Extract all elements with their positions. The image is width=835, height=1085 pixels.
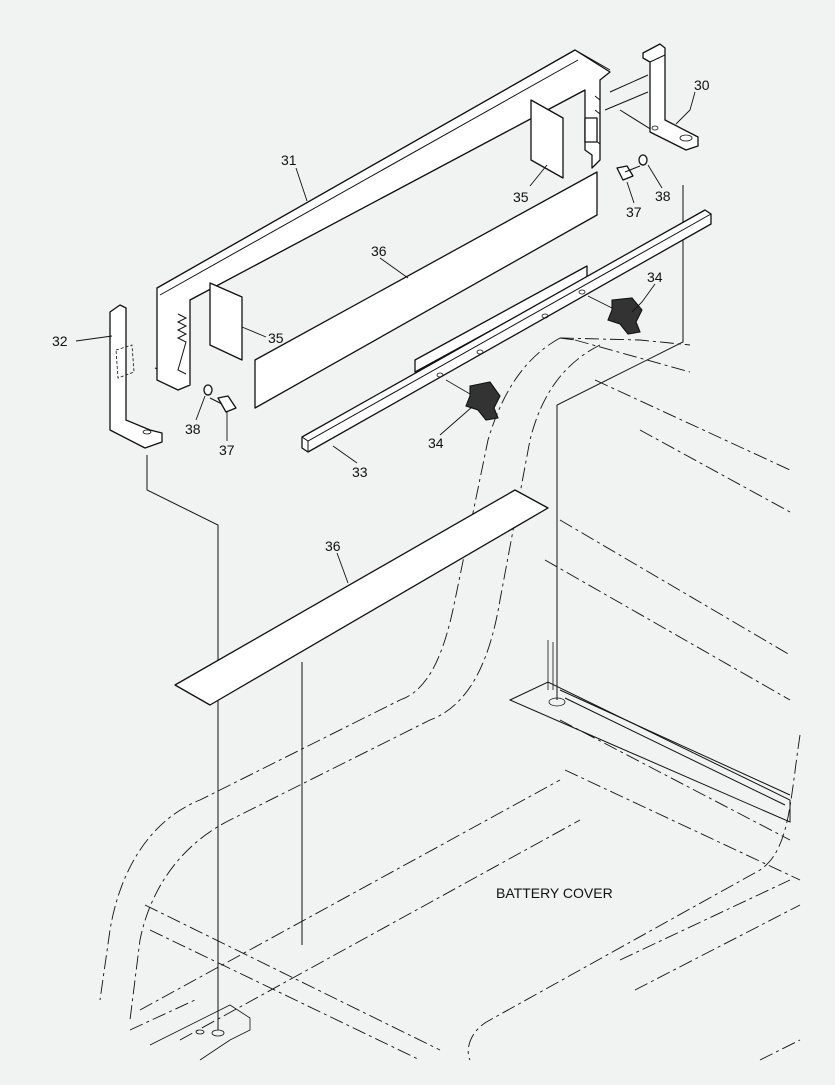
- strip-36-lower: [174, 489, 549, 706]
- callout-35-right: 35: [513, 189, 529, 205]
- callout-30: 30: [694, 77, 710, 93]
- callout-32: 32: [52, 333, 68, 349]
- washer-38-left: [203, 384, 213, 396]
- screw-37-left: [209, 395, 237, 413]
- callout-36-lower: 36: [325, 538, 341, 554]
- callout-34-left: 34: [428, 435, 444, 451]
- callout-leaders: [75, 91, 696, 584]
- knob-34-right: [587, 295, 643, 335]
- battery-cover-outline: [99, 337, 801, 1061]
- callout-38-left: 38: [185, 421, 201, 437]
- callout-31: 31: [281, 152, 297, 168]
- knob-34-left: [445, 379, 501, 421]
- callout-34-right: 34: [647, 269, 663, 285]
- screw-37-right: [616, 165, 641, 181]
- pad-35-right: [530, 99, 564, 179]
- callout-35-left: 35: [268, 330, 284, 346]
- callout-37-left: 37: [219, 442, 235, 458]
- callout-37-right: 37: [626, 204, 642, 220]
- bracket-30: [642, 43, 699, 151]
- callout-36-upper: 36: [371, 243, 387, 259]
- bracket-32: [109, 304, 163, 449]
- panel-31: [156, 49, 611, 391]
- bar-33: [301, 209, 712, 453]
- callout-33: 33: [352, 464, 368, 480]
- strip-36-upper: [254, 171, 598, 409]
- pad-35-left: [209, 282, 243, 361]
- washer-38-right: [638, 154, 648, 166]
- callout-38-right: 38: [655, 188, 671, 204]
- battery-cover-label: BATTERY COVER: [496, 885, 613, 901]
- callout-labels: 30 31 32 33 34 34 35 35 36 36 37 37 38 3…: [52, 77, 710, 554]
